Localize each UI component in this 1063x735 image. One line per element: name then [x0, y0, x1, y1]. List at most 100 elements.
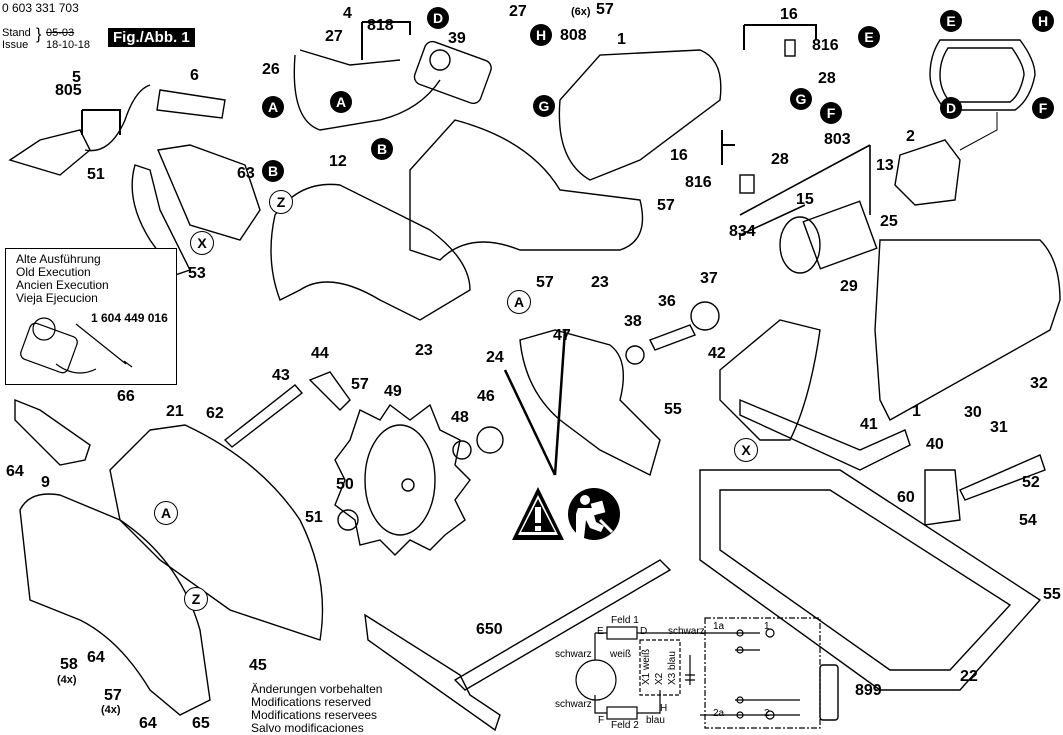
- label-57: 57: [536, 274, 554, 291]
- ref-x-knife: X: [734, 438, 758, 462]
- old-exec-line-es: Vieja Ejecucion: [16, 291, 98, 305]
- label-15: 15: [796, 191, 814, 208]
- scale-40: [924, 469, 961, 526]
- wire-feld-2: Feld 2: [611, 720, 639, 731]
- label-23: 23: [415, 342, 433, 359]
- lever-53: [131, 164, 191, 276]
- notice-en: Modifications reserved: [251, 695, 372, 709]
- label-5: 5: [72, 69, 81, 86]
- label-24: 24: [486, 349, 504, 366]
- old-exec-line-fr: Ancien Execution: [16, 278, 109, 292]
- handle-23-right: [409, 119, 644, 261]
- connector-b-left: B: [262, 160, 284, 182]
- label-25: 25: [880, 213, 898, 230]
- label-32: 32: [1030, 375, 1048, 392]
- connector-g-left: G: [533, 95, 555, 117]
- label-23: 23: [591, 274, 609, 291]
- hex-key-52: [959, 454, 1046, 501]
- handle-23-left: [270, 183, 471, 321]
- cover-9: [14, 398, 91, 466]
- connector-f-brush: F: [820, 102, 842, 124]
- label-803: 803: [824, 131, 851, 148]
- stand-label: Stand: [2, 27, 31, 39]
- old-exec-line-en: Old Execution: [16, 265, 91, 279]
- ref-a-spring: A: [507, 290, 531, 314]
- label-27: 27: [325, 28, 343, 45]
- shaft-36: [649, 324, 696, 351]
- label-62: 62: [206, 405, 224, 422]
- stator-ring: [929, 39, 1036, 111]
- label-52: 52: [1022, 474, 1040, 491]
- label-51: 51: [87, 166, 105, 183]
- wire-f: F: [598, 715, 605, 726]
- label-40: 40: [926, 436, 944, 453]
- warning-triangle-icon: [512, 487, 564, 540]
- armature-15: [779, 216, 821, 274]
- connector-f-stator: F: [1032, 97, 1054, 119]
- label-2: 2: [906, 128, 915, 145]
- label-9: 9: [41, 474, 50, 491]
- label-650: 650: [476, 621, 503, 638]
- issue-label: Issue: [2, 39, 29, 51]
- label-27: 27: [509, 3, 527, 20]
- cable-loop: [293, 54, 441, 131]
- base-plate-22: [699, 469, 1042, 691]
- label-44: 44: [311, 345, 329, 362]
- grip-sleeve-6: [156, 89, 226, 119]
- bearing-38: [625, 345, 645, 365]
- label-51: 51: [305, 509, 323, 526]
- old-execution-text: Alte Ausführung Old Execution Ancien Exe…: [16, 253, 109, 305]
- connector-a-left: A: [262, 96, 284, 118]
- label-816: 816: [685, 174, 712, 191]
- label-4x: (4x): [57, 674, 77, 686]
- connector-b-switch: B: [371, 138, 393, 160]
- label-1: 1: [912, 403, 921, 420]
- bracket-41: [739, 398, 911, 471]
- label-6x: (6x): [571, 6, 591, 18]
- label-49: 49: [384, 383, 402, 400]
- label-29: 29: [840, 278, 858, 295]
- label-39: 39: [448, 30, 466, 47]
- label-28: 28: [818, 70, 836, 87]
- old-exec-line-de: Alte Ausführung: [16, 252, 101, 266]
- wire-d: D: [640, 626, 648, 637]
- label-57: 57: [351, 376, 369, 393]
- label-36: 36: [658, 293, 676, 310]
- label-16: 16: [670, 147, 688, 164]
- brace-icon: }: [36, 26, 42, 43]
- saw-blade-49: [334, 403, 471, 556]
- label-43: 43: [272, 367, 290, 384]
- label-64: 64: [87, 649, 105, 666]
- ref-z-guard21: Z: [184, 587, 208, 611]
- terminal-x2: X2: [654, 672, 665, 685]
- label-6: 6: [190, 67, 199, 84]
- old-exec-part-number: 1 604 449 016: [91, 311, 168, 325]
- gear-37: [690, 301, 720, 331]
- parallel-guide-650: [364, 613, 501, 732]
- label-28: 28: [771, 151, 789, 168]
- wire-feld-1: Feld 1: [611, 615, 639, 626]
- brush-816: [739, 174, 755, 194]
- terminal-2: 2: [764, 708, 770, 719]
- guard-24: [519, 329, 661, 477]
- label-38: 38: [624, 313, 642, 330]
- label-66: 66: [117, 388, 135, 405]
- label-4x: (4x): [101, 704, 121, 716]
- motor-housing-1: [874, 239, 1061, 421]
- guard-63: [157, 144, 261, 241]
- notice-de: Änderungen vorbehalten: [251, 682, 383, 696]
- old-switch-drawing: [20, 317, 133, 374]
- switch-39: [413, 40, 492, 105]
- lower-guard-65: [19, 493, 211, 716]
- label-31: 31: [990, 419, 1008, 436]
- label-816: 816: [812, 37, 839, 54]
- connector-g-brush: G: [790, 88, 812, 110]
- label-13: 13: [876, 157, 894, 174]
- riving-knife-42: [719, 319, 821, 441]
- label-808: 808: [560, 27, 587, 44]
- read-manual-icon: [568, 488, 620, 540]
- terminal-1: 1: [764, 621, 770, 632]
- label-21: 21: [166, 403, 184, 420]
- label-47: 47: [553, 327, 571, 344]
